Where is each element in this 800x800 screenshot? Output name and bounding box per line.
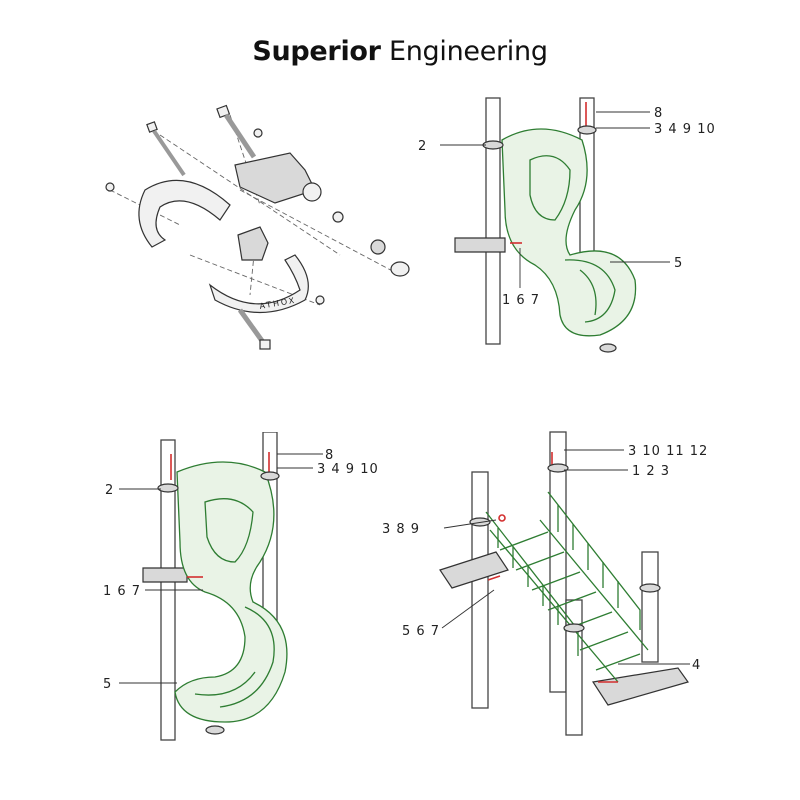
clamp-half-right (208, 254, 309, 314)
stair-stringer-right (539, 519, 649, 651)
post-front-right (641, 551, 659, 663)
nut-top (253, 128, 263, 138)
slide-install-diagram-top: 8 3 4 9 10 2 5 1 6 7 (418, 97, 716, 353)
nut-bottom (315, 295, 325, 305)
rubber-cap (302, 182, 322, 202)
stairs-install-diagram: 3 10 11 12 1 2 3 3 8 9 5 6 7 4 (382, 431, 708, 736)
callout-5: 5 (674, 256, 683, 271)
callout-8: 8 (325, 448, 334, 463)
slide-body (501, 128, 637, 337)
washer (332, 211, 344, 223)
nut-right (370, 239, 386, 255)
bolt-upper-left (146, 121, 186, 177)
post-front-middle (565, 599, 583, 736)
deck-platform (142, 567, 188, 583)
handrail-right (547, 491, 641, 630)
clamp-half-left (138, 179, 231, 248)
callout-3-10-11-12: 3 10 11 12 (628, 444, 708, 459)
slide-body (174, 461, 288, 723)
clamp-bracket (234, 152, 316, 204)
post-back-left (471, 471, 489, 709)
deck-platform (439, 551, 509, 589)
callout-2: 2 (105, 483, 114, 498)
title-brand: Superior (252, 36, 381, 67)
ground-anchor (591, 667, 689, 706)
callout-3-4-9-10: 3 4 9 10 (317, 462, 379, 477)
bolt-lower (237, 308, 271, 350)
rail-balusters (497, 505, 619, 625)
bolt-upper-center (216, 104, 257, 159)
callout-8: 8 (654, 106, 663, 121)
callout-1-2-3: 1 2 3 (632, 464, 670, 479)
deck-platform (454, 237, 506, 253)
stair-stringer-left (489, 529, 619, 683)
exploded-clamp-diagram: ATHOX (105, 104, 410, 350)
nut-left (105, 182, 115, 192)
slide-install-diagram-bottom: 8 3 4 9 10 2 1 6 7 5 (103, 432, 379, 741)
callout-5: 5 (103, 677, 112, 692)
callout-5-6-7: 5 6 7 (402, 624, 440, 639)
post-back-right (549, 431, 567, 693)
clamp-block (237, 226, 269, 261)
page-title: Superior Engineering (0, 36, 800, 67)
callout-3-8-9: 3 8 9 (382, 522, 420, 537)
callout-2: 2 (418, 139, 427, 154)
callout-1-6-7: 1 6 7 (502, 293, 540, 308)
post-left (485, 97, 501, 345)
title-suffix: Engineering (380, 36, 548, 67)
callout-1-6-7: 1 6 7 (103, 584, 141, 599)
callout-4: 4 (692, 658, 701, 673)
callout-3-4-9-10: 3 4 9 10 (654, 122, 716, 137)
bolt-cap (390, 261, 410, 277)
